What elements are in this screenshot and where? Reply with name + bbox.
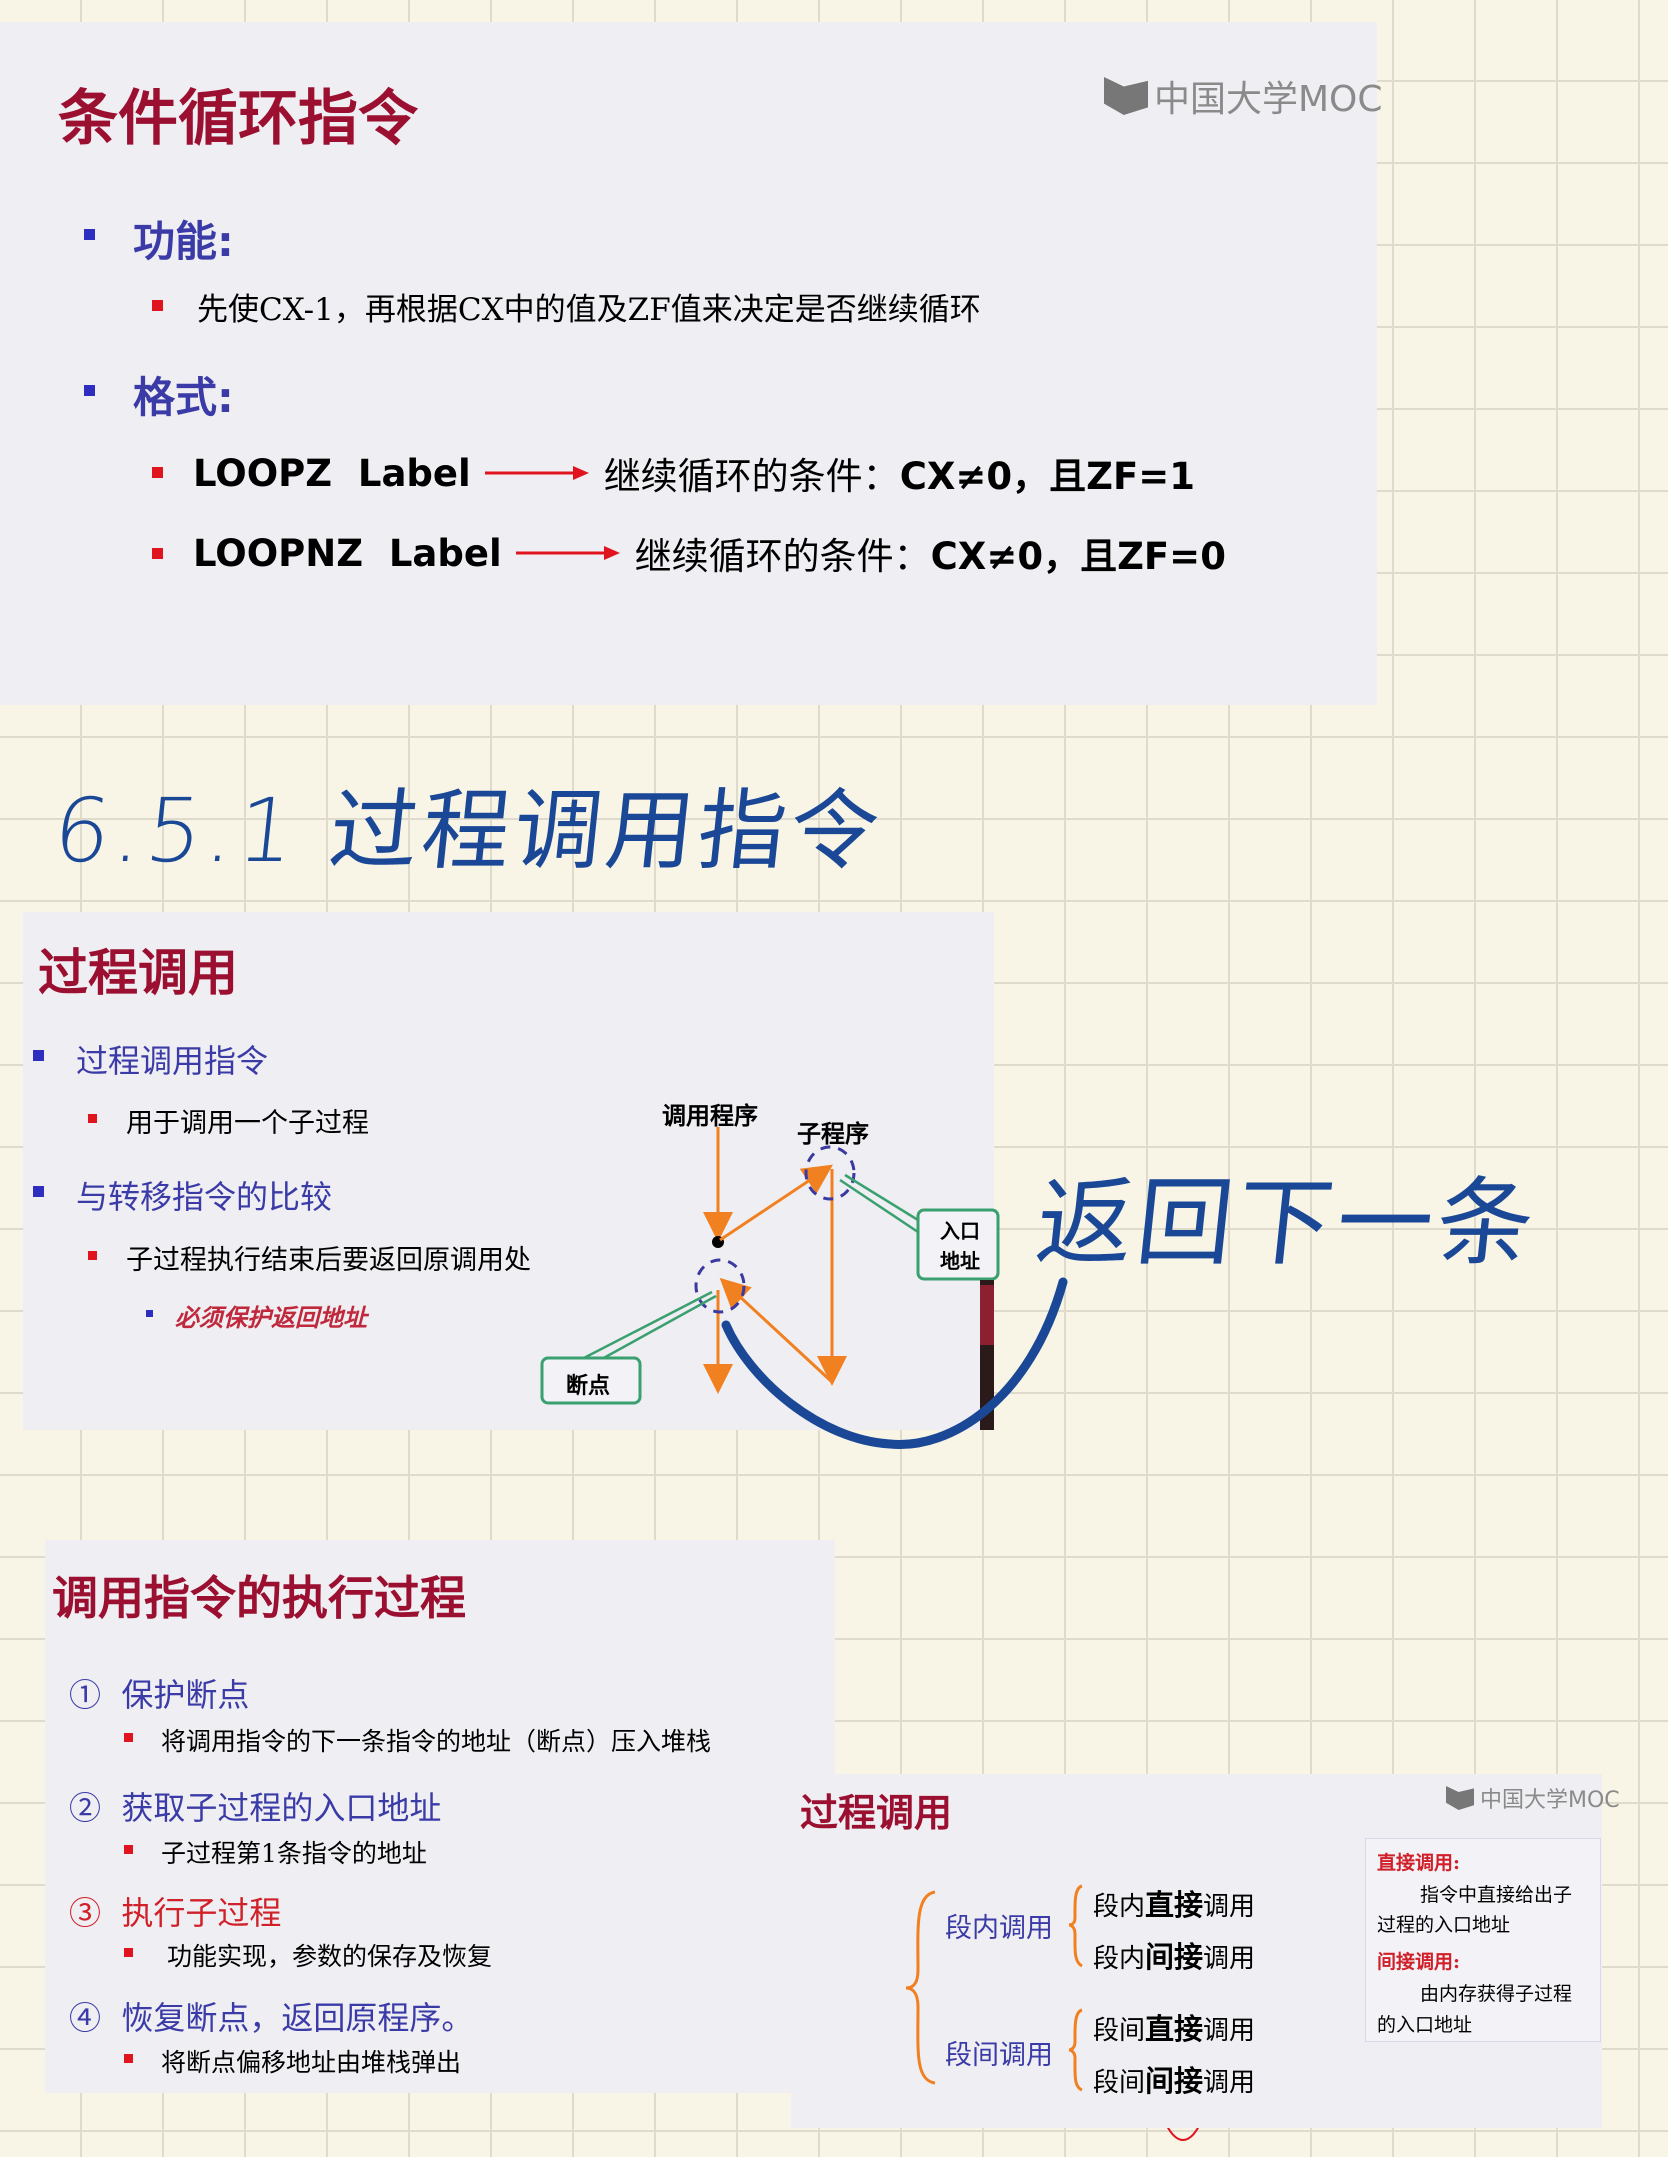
condition-value: CX≠0，且ZF=0 <box>930 535 1226 578</box>
mode: 直接 <box>1145 1888 1204 1922</box>
mooc-logo: 中国大学MOC <box>1104 70 1383 122</box>
segment: 段内 <box>1093 1892 1146 1922</box>
indirect-text-2: 的入口地址 <box>1377 2014 1473 2036</box>
bullet-icon <box>152 548 163 559</box>
bullet-icon <box>124 2054 133 2063</box>
mooc-logo: 中国大学MOC <box>1446 1782 1620 1814</box>
entry-label-2: 地址 <box>940 1249 980 1273</box>
mode: 间接 <box>1145 1940 1204 1974</box>
step-number: ④ <box>69 1999 102 2037</box>
book-icon <box>1446 1786 1474 1810</box>
call-type-item: 段间直接调用 <box>1093 2006 1255 2048</box>
group-inter-label: 段间调用 <box>945 2040 1053 2071</box>
bullet-icon <box>152 300 163 311</box>
instruction: LOOPNZ Label <box>193 531 502 575</box>
logo-text: 中国大学MOC <box>1480 1788 1620 1813</box>
handwritten-note: 返回下一条 <box>1031 1167 1543 1279</box>
call-type-note-box <box>1365 1838 1601 2042</box>
indirect-text-1: 由内存获得子过程 <box>1420 1983 1573 2005</box>
step-text: 保护断点 <box>121 1676 250 1714</box>
bullet-icon <box>88 1251 97 1260</box>
suffix: 调用 <box>1203 2016 1256 2046</box>
direct-text-2: 过程的入口地址 <box>1377 1914 1511 1936</box>
call-type-item: 段内直接调用 <box>1093 1882 1255 1924</box>
suffix: 调用 <box>1203 2068 1256 2098</box>
book-icon <box>1104 77 1148 115</box>
slide-call-execution <box>45 1540 835 2093</box>
arrow-right-icon <box>484 466 589 480</box>
entry-label-1: 入口 <box>940 1219 980 1243</box>
condition-label: 继续循环的条件： <box>634 535 931 578</box>
call-type-item: 段内间接调用 <box>1093 1934 1255 1976</box>
slide4-title: 过程调用 <box>800 1791 953 1835</box>
step-text: 获取子过程的入口地址 <box>121 1789 442 1827</box>
group-intra-label: 段内调用 <box>945 1913 1053 1944</box>
step-4-detail: 将断点偏移地址由堆栈弹出 <box>161 2048 462 2077</box>
step-3-detail: 功能实现，参数的保存及恢复 <box>167 1942 493 1971</box>
mode: 间接 <box>1145 2064 1204 2098</box>
step-1-detail: 将调用指令的下一条指令的地址（断点）压入堆栈 <box>161 1727 712 1756</box>
direct-text-1: 指令中直接给出子 <box>1420 1884 1573 1906</box>
step-number: ③ <box>69 1894 102 1932</box>
bullet-icon <box>124 1845 133 1854</box>
slide1-title: 条件循环指令 <box>58 84 418 154</box>
bullet-icon <box>33 1050 44 1061</box>
format-loopz: LOOPZ Label 继续循环的条件： CX≠0，且ZF=1 <box>193 446 1195 500</box>
step-2-detail: 子过程第1条指令的地址 <box>161 1839 427 1868</box>
bullet-icon <box>124 1948 133 1957</box>
item-compare-sub: 子过程执行结束后要返回原调用处 <box>126 1245 531 1276</box>
step-number: ① <box>69 1676 102 1714</box>
segment: 段间 <box>1093 2068 1146 2098</box>
step-2: ② 获取子过程的入口地址 <box>69 1783 441 1829</box>
segment: 段间 <box>1093 2016 1146 2046</box>
bullet-icon <box>146 1310 153 1317</box>
item-compare: 与转移指令的比较 <box>76 1178 333 1216</box>
subroutine-label: 子程序 <box>797 1119 869 1148</box>
segment: 段内 <box>1093 1944 1146 1974</box>
step-text: 恢复断点，返回原程序。 <box>121 1999 474 2037</box>
breakpoint-label: 断点 <box>566 1373 611 1399</box>
caller-label: 调用程序 <box>662 1101 758 1130</box>
handwritten-heading: 6.5.1 过程调用指令 <box>48 779 888 882</box>
step-3: ③ 执行子过程 <box>69 1888 281 1934</box>
item-protect-return: 必须保护返回地址 <box>175 1303 367 1332</box>
bullet-icon <box>33 1186 44 1197</box>
direct-heading: 直接调用: <box>1377 1852 1461 1874</box>
suffix: 调用 <box>1203 1892 1256 1922</box>
bullet-icon <box>84 385 95 396</box>
bullet-icon <box>152 467 163 478</box>
function-text: 先使CX-1，再根据CX中的值及ZF值来决定是否继续循环 <box>197 292 981 328</box>
slide-conditional-loop <box>0 22 1377 705</box>
arrow-right-icon <box>515 546 620 560</box>
step-4: ④ 恢复断点，返回原程序。 <box>69 1993 473 2039</box>
step-1: ① 保护断点 <box>69 1670 249 1716</box>
bullet-icon <box>84 229 95 240</box>
condition-value: CX≠0，且ZF=1 <box>899 455 1195 498</box>
item-call-instruction: 过程调用指令 <box>76 1042 269 1080</box>
logo-text: 中国大学MOC <box>1154 79 1383 120</box>
slide2-title: 过程调用 <box>38 944 238 1002</box>
function-heading: 功能: <box>133 217 234 266</box>
step-number: ② <box>69 1789 102 1827</box>
format-heading: 格式: <box>133 373 234 422</box>
bullet-icon <box>88 1114 97 1123</box>
format-loopnz: LOOPNZ Label 继续循环的条件： CX≠0，且ZF=0 <box>193 526 1226 580</box>
indirect-heading: 间接调用: <box>1377 1951 1461 1973</box>
slide3-title: 调用指令的执行过程 <box>52 1571 466 1625</box>
call-type-item: 段间间接调用 <box>1093 2058 1255 2100</box>
condition-label: 继续循环的条件： <box>603 455 900 498</box>
instruction: LOOPZ Label <box>193 451 471 495</box>
step-text: 执行子过程 <box>121 1894 282 1932</box>
mode: 直接 <box>1145 2012 1204 2046</box>
suffix: 调用 <box>1203 1944 1256 1974</box>
bullet-icon <box>124 1733 133 1742</box>
item-call-instruction-sub: 用于调用一个子过程 <box>126 1108 369 1139</box>
